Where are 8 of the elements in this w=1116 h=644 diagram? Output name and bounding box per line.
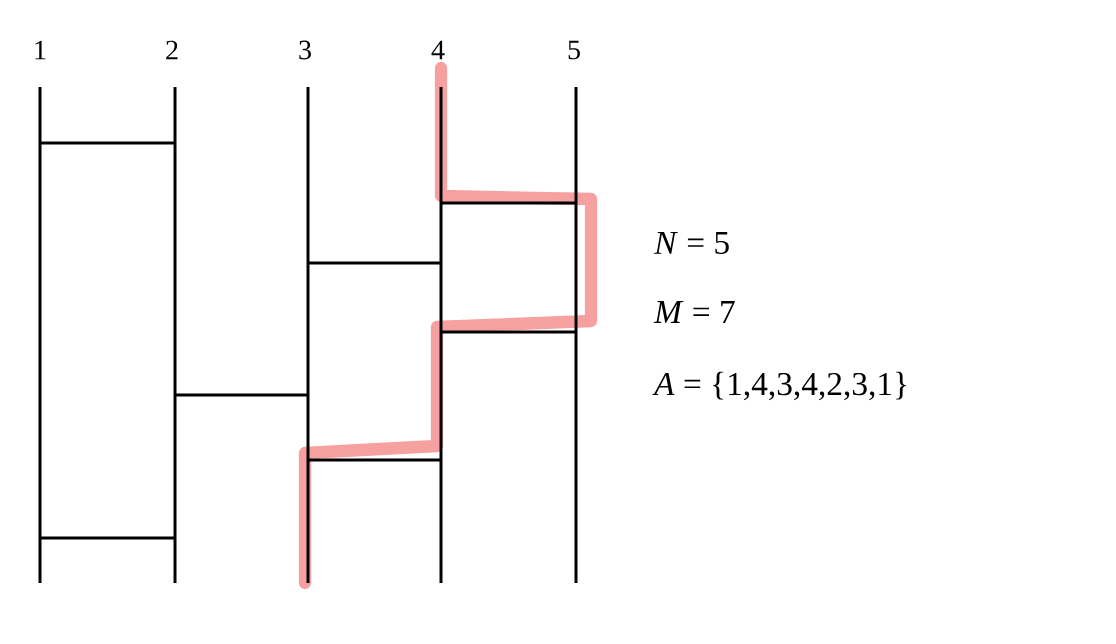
column-number: 5 (568, 40, 580, 60)
equation: N = 5 (653, 231, 729, 255)
equation: M = 7 (653, 301, 735, 323)
column-number: 3 (299, 40, 311, 60)
equation: A = {1,4,3,4,2,3,1} (652, 371, 907, 401)
column-number: 1 (35, 40, 46, 60)
column-number: 2 (166, 40, 178, 60)
column-number: 4 (431, 40, 445, 60)
